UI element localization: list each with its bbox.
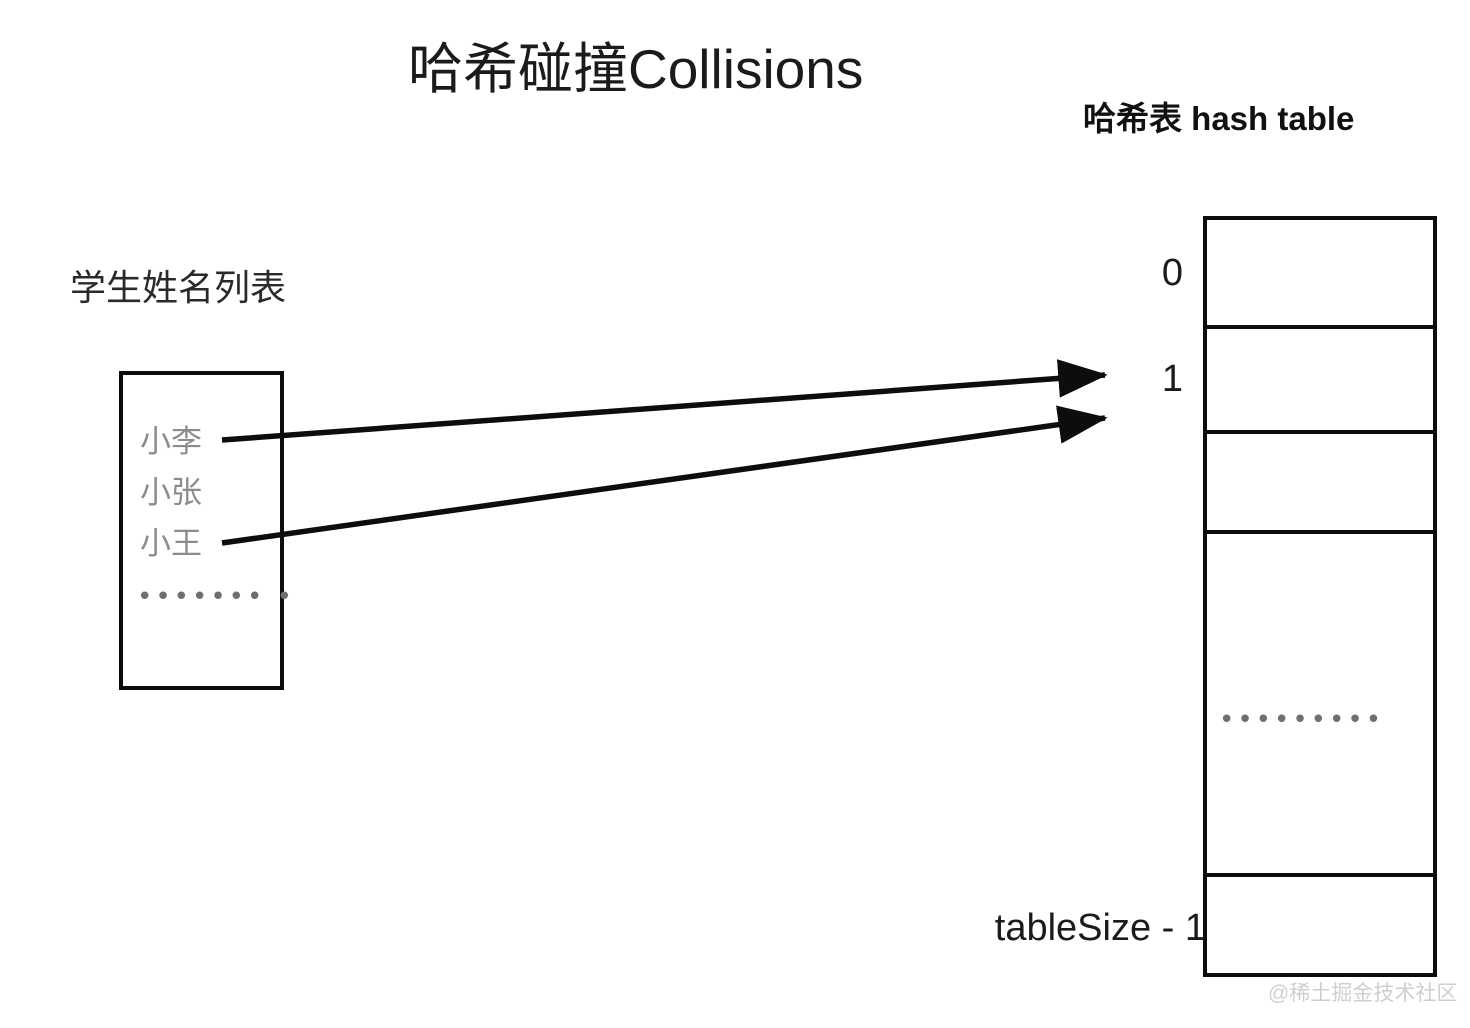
page-title: 哈希碰撞Collisions <box>408 38 864 100</box>
hash-table: ••••••••• <box>1203 216 1437 977</box>
hash-table-cell <box>1207 220 1433 325</box>
watermark: @稀土掘金技术社区 <box>1268 982 1458 1005</box>
hash-table-ellipsis: ••••••••• <box>1219 705 1385 735</box>
list-item: 小李 <box>140 424 202 459</box>
hash-index-label-0: 0 <box>1161 252 1183 294</box>
hash-table-cell: ••••••••• <box>1207 530 1433 873</box>
list-item: 小王 <box>140 526 202 561</box>
hash-index-label-last: tableSize - 1 <box>994 907 1206 949</box>
arrow-xiaowang-to-slot-1 <box>221 405 1108 546</box>
student-list-box: 小李 小张 小王 ••••••• • <box>119 371 292 690</box>
hash-index-label-1: 1 <box>1161 358 1183 400</box>
hash-table-cell <box>1207 873 1433 973</box>
student-list-title: 学生姓名列表 <box>70 267 287 308</box>
hash-table-cell <box>1207 430 1433 530</box>
list-ellipsis: ••••••• • <box>137 582 295 612</box>
hash-table-cell <box>1207 325 1433 430</box>
list-item: 小张 <box>140 475 202 510</box>
arrow-xiaoli-to-slot-1 <box>221 359 1108 443</box>
hash-table-title: 哈希表 hash table <box>1083 100 1355 137</box>
